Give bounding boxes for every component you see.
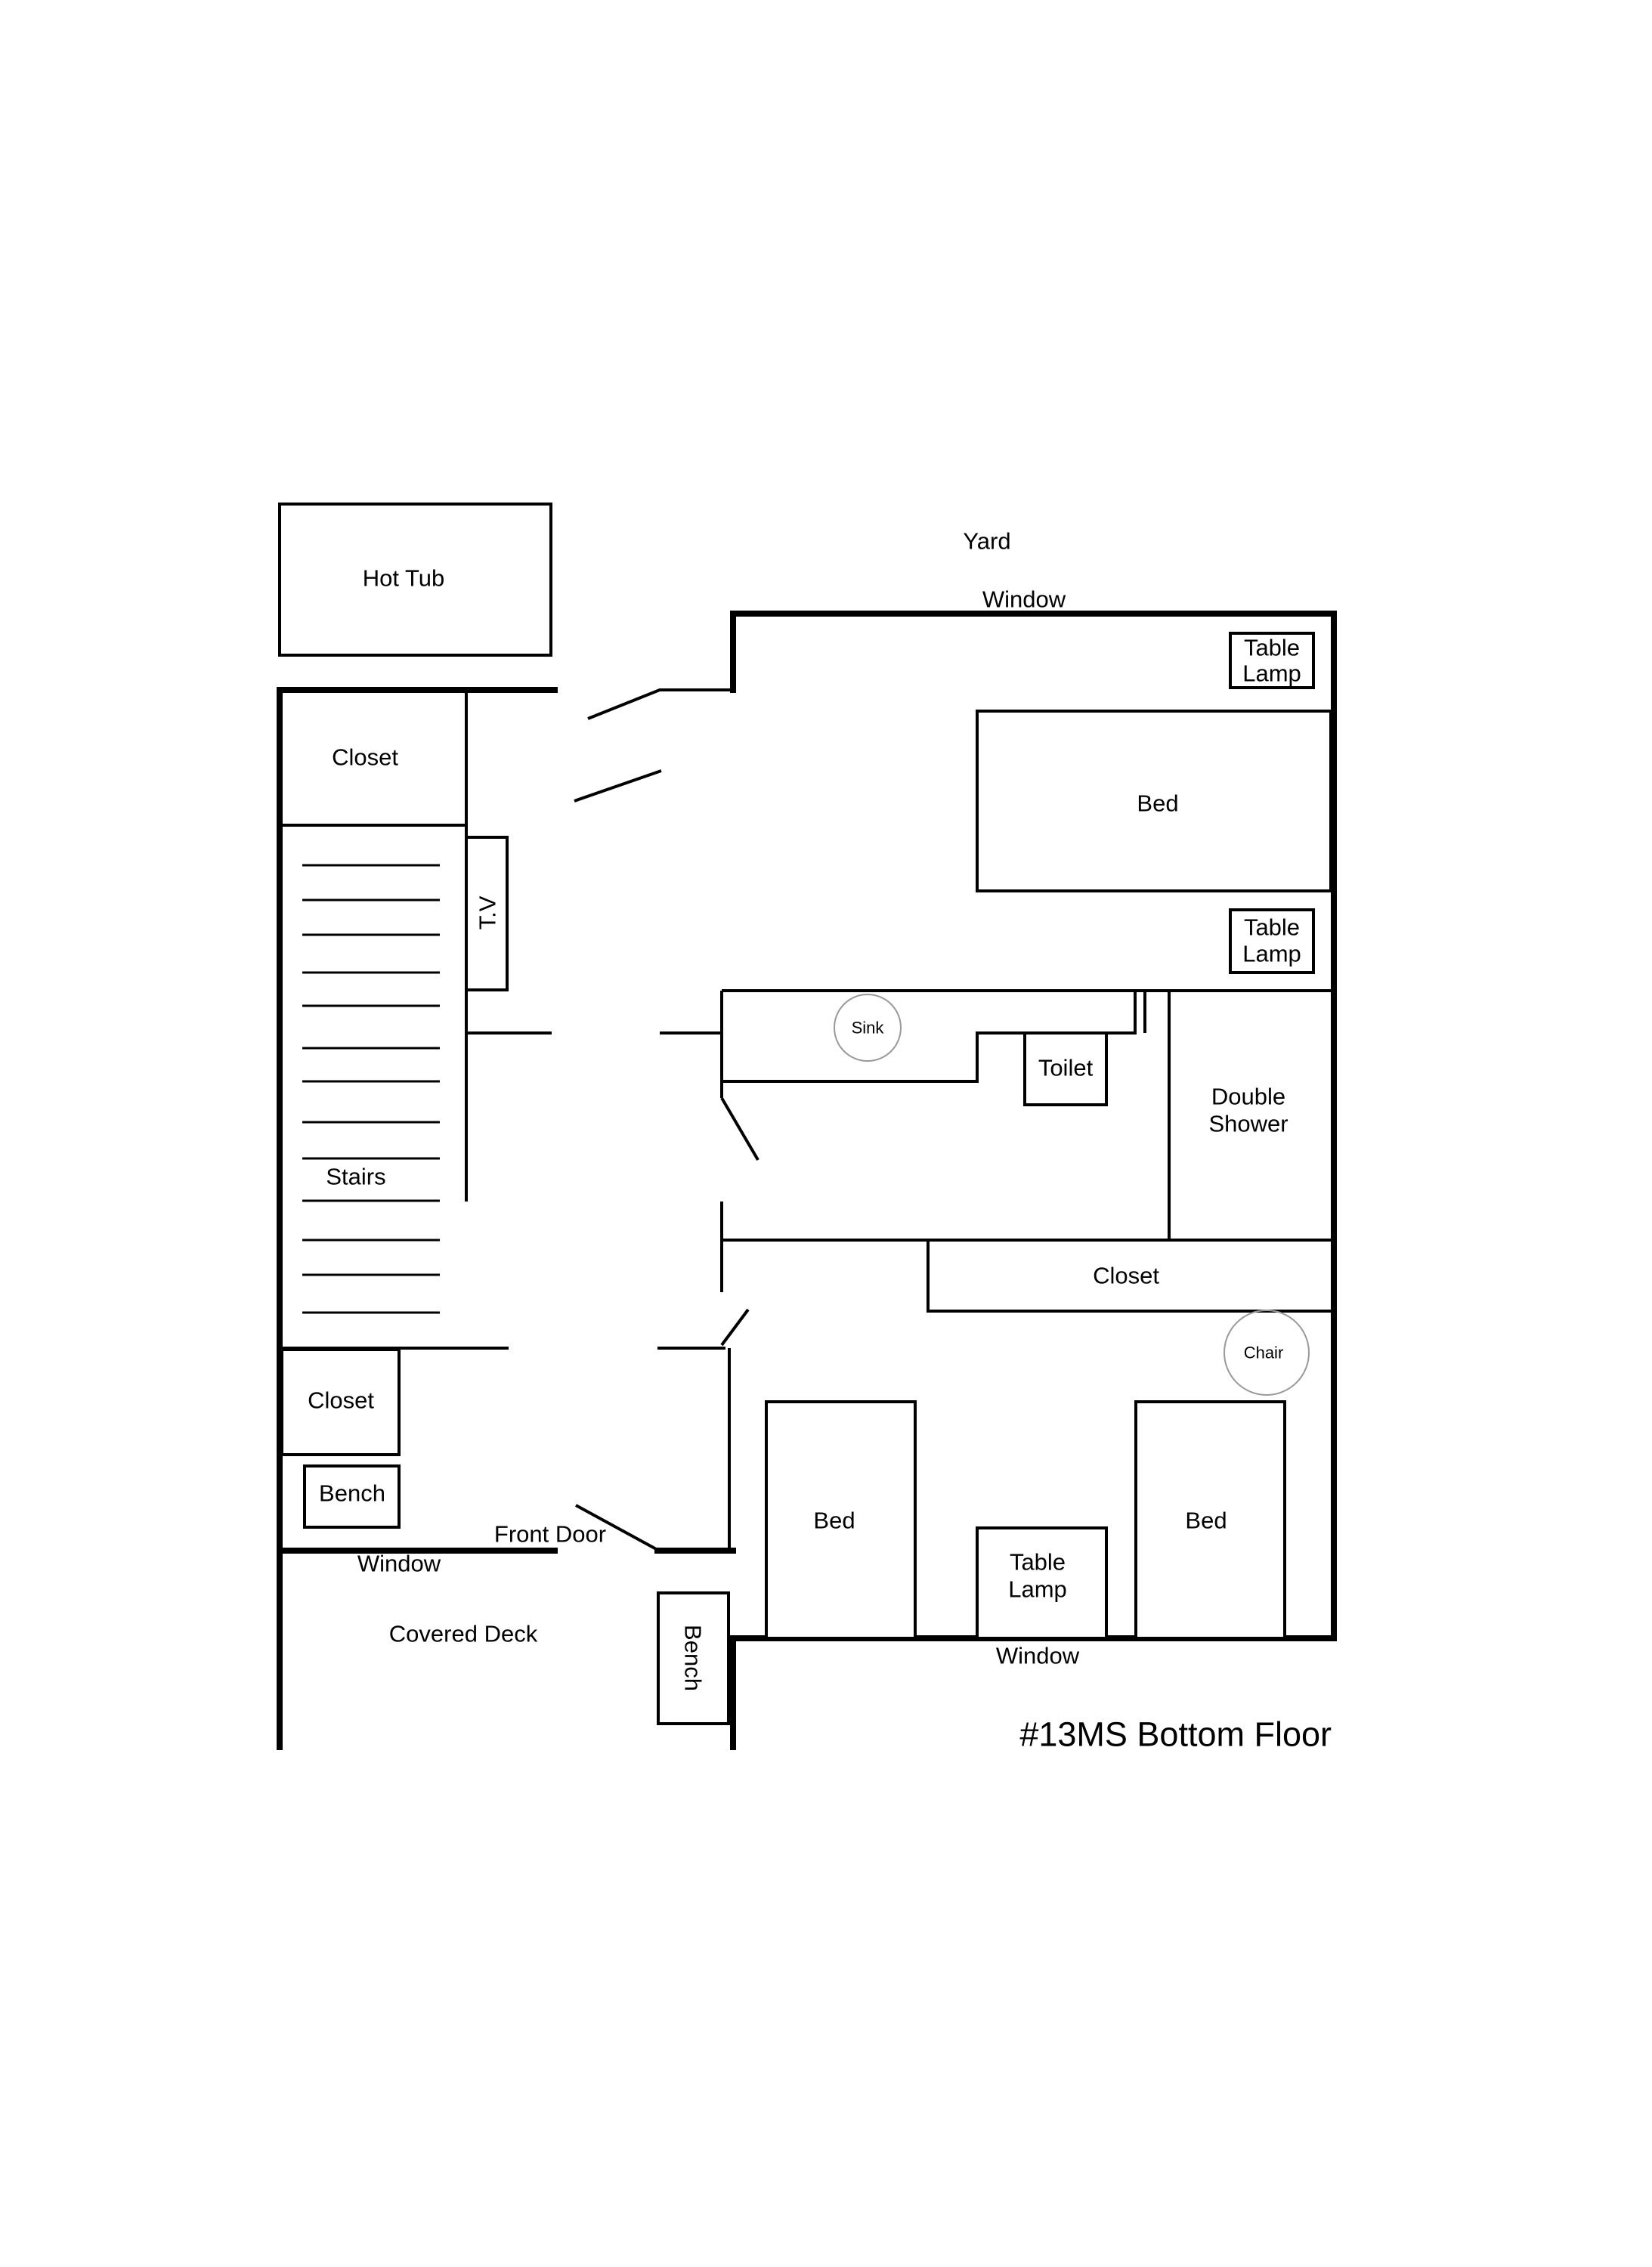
closet-mid-label: Closet [1093,1263,1159,1289]
bed-1 [976,710,1332,892]
window-left-label: Window [357,1551,441,1577]
hot-tub [278,503,552,657]
table-lamp-bottom-line2: Lamp [1008,1576,1067,1603]
sink [834,994,902,1062]
hot-tub-label: Hot Tub [363,565,445,592]
stairs-label: Stairs [326,1164,385,1190]
front-door-label: Front Door [494,1521,606,1548]
plan-title: #13MS Bottom Floor [1019,1715,1332,1754]
table-lamp-mid-line1: Table [1244,914,1300,941]
bed-1-label: Bed [1137,790,1178,817]
closet-bottom [280,1348,401,1456]
table-lamp-mid [1229,908,1315,974]
sink-label: Sink [852,1019,885,1038]
bench-deck [657,1591,730,1725]
bed-2 [765,1400,917,1640]
table-lamp-mid-line2: Lamp [1242,941,1301,967]
stairs [302,864,440,1314]
tv-label: T.V [475,895,501,929]
shower-label-line2: Shower [1208,1111,1288,1137]
shower-label-line1: Double [1211,1084,1285,1110]
bed-3-label: Bed [1185,1508,1227,1534]
table-lamp-bottom [976,1526,1108,1640]
yard-label: Yard [963,528,1010,555]
window-top-label: Window [982,586,1066,613]
closet-top-label: Closet [332,744,398,771]
bench-deck-label: Bench [680,1625,707,1691]
table-lamp-bottom-line1: Table [1010,1549,1066,1576]
bed-3 [1134,1400,1286,1640]
bench-inside [303,1464,401,1529]
chair [1224,1310,1310,1396]
table-lamp-top-line1: Table [1244,635,1300,661]
covered-deck-label: Covered Deck [389,1621,538,1647]
bed-2-label: Bed [813,1508,855,1534]
table-lamp-top [1229,632,1315,689]
bench-inside-label: Bench [319,1480,385,1507]
closet-mid [927,1239,1334,1313]
exterior-walls [277,611,1337,1750]
chair-label: Chair [1244,1344,1284,1362]
closet-bottom-label: Closet [308,1387,374,1414]
doors [574,688,759,1552]
toilet-label: Toilet [1038,1055,1094,1081]
tv [465,836,509,991]
window-bottom-label: Window [996,1643,1080,1669]
toilet [1023,1031,1108,1106]
table-lamp-top-line2: Lamp [1242,660,1301,687]
